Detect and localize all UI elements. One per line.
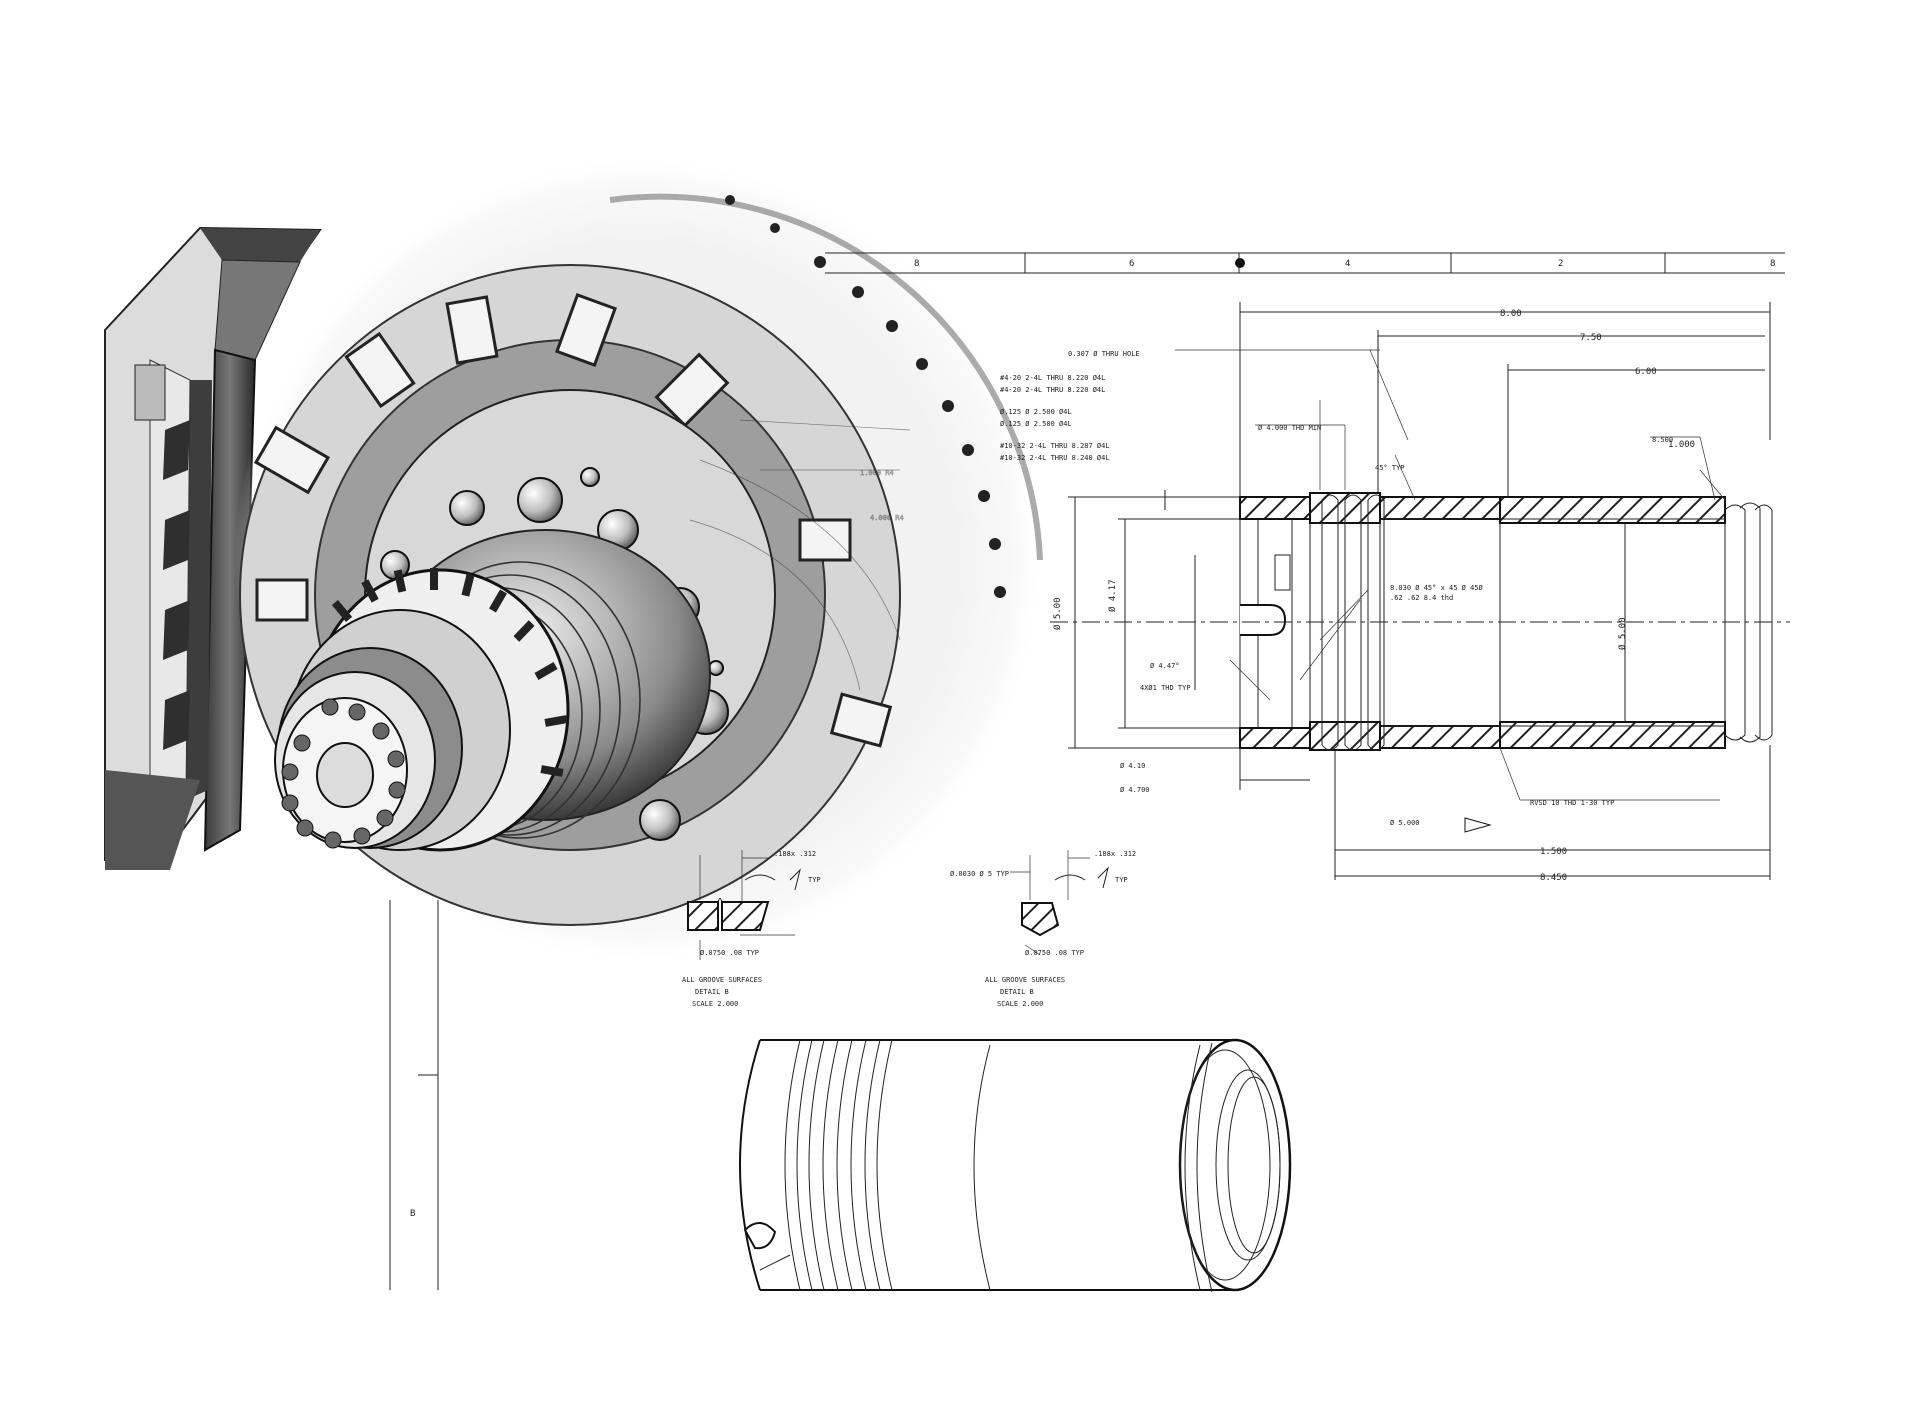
detail-view-left: .188x .312 Ø.0750 .08 TYP TYP ALL GROOVE… — [682, 850, 821, 1008]
diameter-label: Ø 5.000 — [1390, 819, 1420, 827]
detail-note: ALL GROOVE SURFACES — [682, 976, 762, 984]
diameter-label: Ø 5.00 — [1052, 597, 1063, 630]
ruler-label: 2 — [1558, 259, 1563, 269]
section-note: 45° TYP — [1375, 464, 1405, 472]
hole-callout: Ø.125 Ø 2.500 Ø4L — [1000, 408, 1072, 416]
ruler-label: 6 — [1129, 259, 1134, 269]
diameter-label: Ø 4.700 — [1120, 786, 1150, 794]
detail-note: SCALE 2.000 — [997, 1000, 1043, 1008]
dim-length: 7.50 — [1580, 333, 1602, 343]
ruler-label: 4 — [1345, 259, 1350, 269]
diameter-label: Ø 4.000 THD MIN — [1258, 424, 1321, 432]
detail-note: DETAIL B — [1000, 988, 1034, 996]
section-note: .62 .62 8.4 thd — [1390, 594, 1453, 602]
detail-callout: TYP — [808, 876, 821, 884]
detail-note: DETAIL B — [695, 988, 729, 996]
ruler-label: 8 — [914, 259, 919, 269]
detail-note: ALL GROOVE SURFACES — [985, 976, 1065, 984]
svg-text:1.000 R4: 1.000 R4 — [860, 469, 894, 477]
hole-callout: #10-32 2-4L THRU 8.287 Ø4L — [1000, 442, 1110, 450]
diameter-label: Ø 5.00 — [1617, 617, 1628, 650]
dim-length: 1.500 — [1540, 847, 1567, 857]
detail-callout: .188x .312 — [1094, 850, 1136, 858]
svg-text:4.000 R4: 4.000 R4 — [870, 514, 904, 522]
detail-note: SCALE 2.000 — [692, 1000, 738, 1008]
section-note: 4XØ1 THD TYP — [1140, 684, 1191, 692]
section-note: 8.030 Ø 45° x 45 Ø 45Ø — [1390, 584, 1484, 592]
detail-callout: TYP — [1115, 876, 1128, 884]
spindle-hub — [274, 529, 711, 852]
top-ruler: 8 6 4 2 8 — [825, 252, 1785, 274]
diameter-label: Ø 4.10 — [1120, 762, 1145, 770]
construction-lines: 1.000 R4 4.000 R4 — [689, 419, 911, 691]
section-note: RVSD 10 THD 1-30 TYP — [1530, 799, 1614, 807]
diameter-label: Ø 4.17 — [1107, 579, 1118, 612]
detail-callout: Ø.0750 .08 TYP — [700, 949, 759, 957]
ruler-label: 8 — [1770, 259, 1775, 269]
dim-overall: 8.00 — [1500, 309, 1522, 319]
hole-callout: #4-20 2-4L THRU 8.220 Ø4L — [1000, 374, 1105, 382]
detail-callout: Ø.0750 .08 TYP — [1025, 949, 1084, 957]
dim-length: 8.450 — [1540, 873, 1567, 883]
hole-callout: 0.307 Ø THRU HOLE — [1068, 350, 1140, 358]
side-ruler: B — [389, 900, 439, 1290]
side-rail — [104, 226, 322, 870]
detail-view-right: .188x .312 Ø.0030 Ø 5 TYP Ø.0750 .08 TYP… — [950, 850, 1136, 1008]
isometric-tube-view — [739, 1038, 1292, 1293]
section-note: Ø 4.47° — [1150, 662, 1180, 670]
cross-section-view: 8.00 7.50 6.00 — [1000, 302, 1790, 883]
ruler-label: B — [410, 1209, 415, 1219]
dim-length: 6.00 — [1635, 367, 1657, 377]
hole-callout: Ø.125 Ø 2.500 Ø4L — [1000, 420, 1072, 428]
hole-callout: #10-32 2-4L THRU 8.240 Ø4L — [1000, 454, 1110, 462]
section-note: 8.500 — [1652, 436, 1673, 444]
detail-callout: .188x .312 — [774, 850, 816, 858]
hole-callout: #4-20 2-4L THRU 8.220 Ø4L — [1000, 386, 1105, 394]
dim-length: 1.000 — [1668, 440, 1695, 450]
detail-callout: Ø.0030 Ø 5 TYP — [950, 870, 1009, 878]
